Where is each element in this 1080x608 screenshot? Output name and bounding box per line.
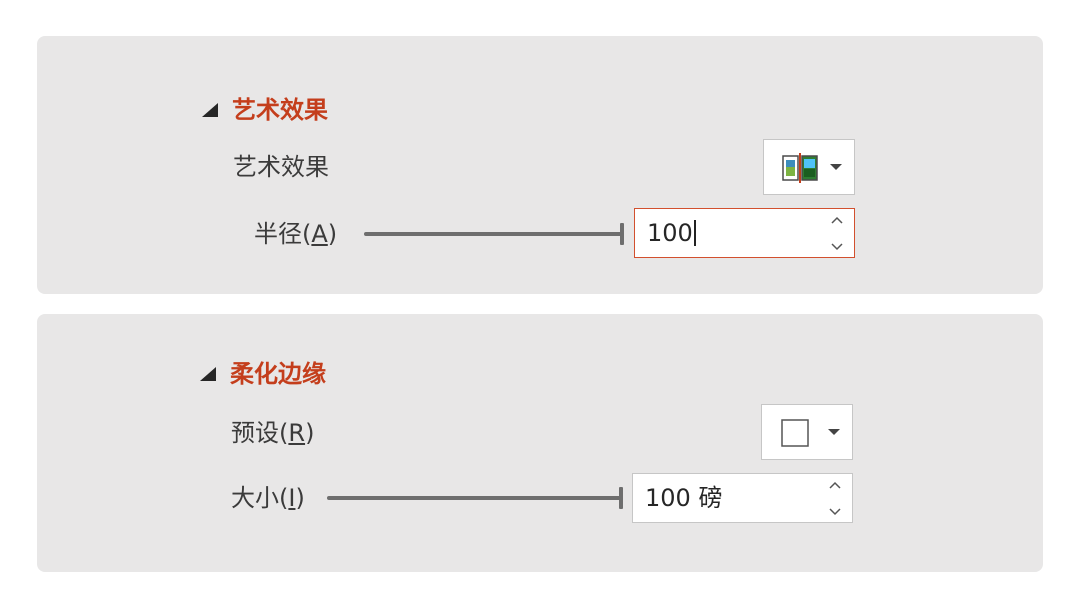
artistic-effects-panel: 艺术效果 艺术效果 半径(A) 100	[37, 36, 1043, 294]
chevron-up-icon	[831, 216, 843, 224]
soft-edges-section-header[interactable]: 柔化边缘	[200, 360, 326, 388]
radius-spinner[interactable]: 100	[634, 208, 855, 258]
chevron-down-icon	[829, 508, 841, 516]
spin-down-button[interactable]	[820, 233, 854, 257]
artistic-effect-preview-icon	[782, 153, 818, 187]
size-input[interactable]: 100 磅	[645, 484, 723, 512]
collapse-triangle-icon[interactable]	[202, 103, 218, 117]
radius-slider[interactable]	[364, 221, 624, 247]
size-spinner[interactable]: 100 磅	[632, 473, 853, 523]
spin-down-button[interactable]	[818, 498, 852, 522]
collapse-triangle-icon[interactable]	[200, 367, 216, 381]
soft-edges-panel: 柔化边缘 预设(R) 大小(I) 100 磅	[37, 314, 1043, 572]
radius-label: 半径(A)	[254, 220, 338, 248]
artistic-effect-label: 艺术效果	[233, 153, 329, 181]
radius-input[interactable]: 100	[647, 219, 696, 247]
chevron-down-icon	[831, 243, 843, 251]
chevron-down-icon	[828, 429, 840, 435]
slider-track	[364, 232, 624, 236]
chevron-down-icon	[830, 164, 842, 170]
preset-label: 预设(R)	[231, 419, 315, 447]
size-label: 大小(I)	[231, 484, 305, 512]
chevron-up-icon	[829, 481, 841, 489]
slider-thumb[interactable]	[619, 487, 623, 509]
size-slider[interactable]	[327, 485, 623, 511]
slider-thumb[interactable]	[620, 223, 624, 245]
spin-up-button[interactable]	[820, 209, 854, 233]
artistic-effect-dropdown[interactable]	[763, 139, 855, 195]
section-title: 柔化边缘	[230, 360, 326, 388]
slider-track	[327, 496, 623, 500]
preset-dropdown[interactable]	[761, 404, 853, 460]
section-title: 艺术效果	[232, 96, 328, 124]
artistic-effects-section-header[interactable]: 艺术效果	[202, 96, 328, 124]
empty-square-icon	[780, 418, 810, 452]
spin-up-button[interactable]	[818, 474, 852, 498]
